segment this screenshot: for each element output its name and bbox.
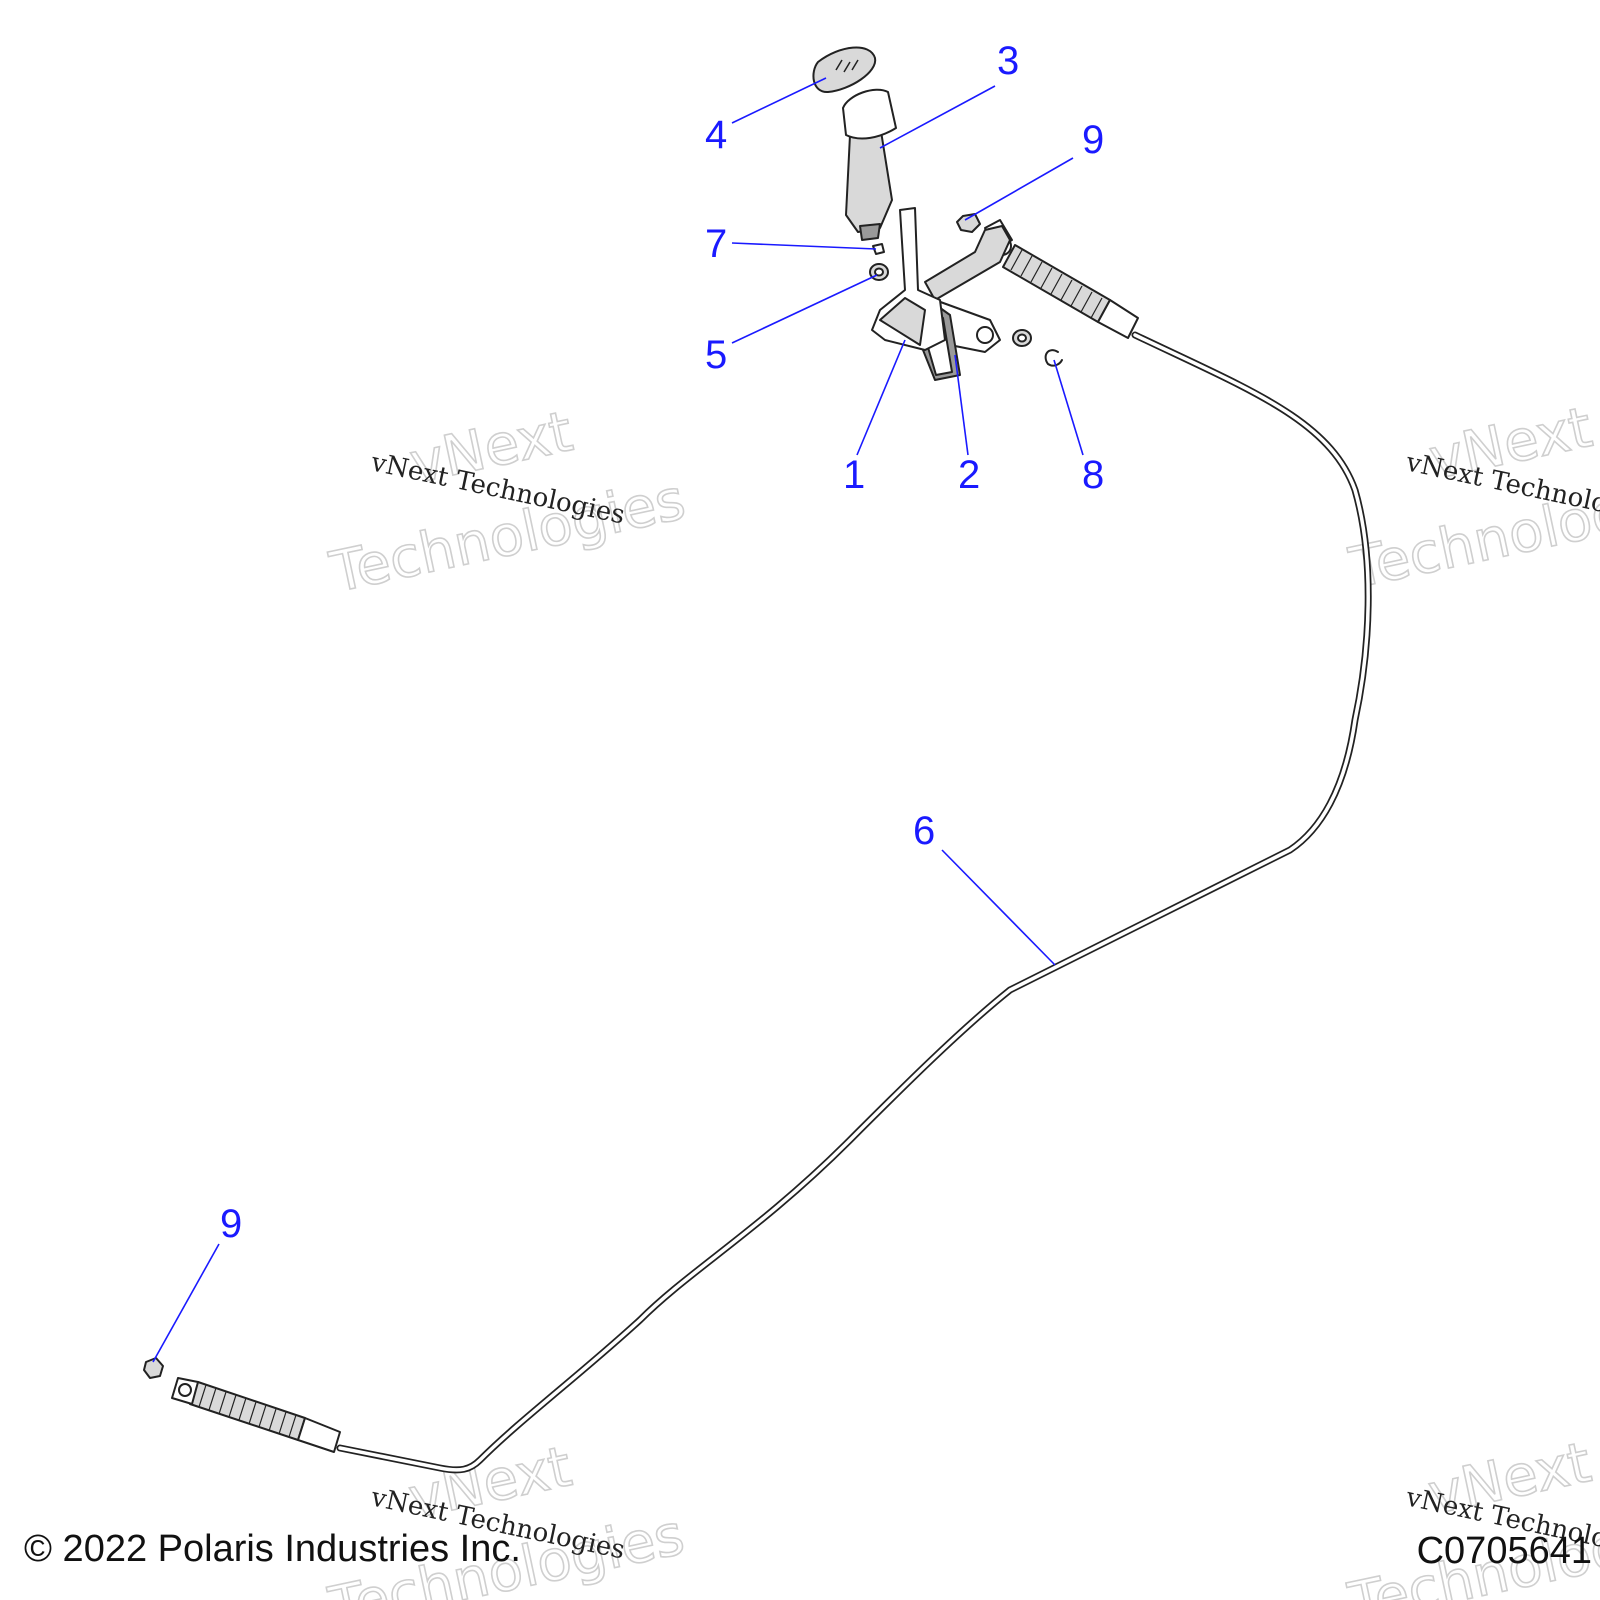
figure-id: C0705641 bbox=[1416, 1530, 1592, 1572]
shift-cable bbox=[336, 331, 1372, 1474]
callout-2: 2 bbox=[958, 453, 980, 497]
clip-8 bbox=[1044, 349, 1063, 367]
cable-end-bottom bbox=[171, 1377, 341, 1453]
callouts: 1 2 3 4 5 6 7 8 9 9 bbox=[220, 39, 1104, 1246]
callout-9-top: 9 bbox=[1082, 118, 1104, 162]
callout-8: 8 bbox=[1082, 453, 1104, 497]
shift-knob bbox=[842, 88, 897, 241]
callout-1: 1 bbox=[843, 453, 865, 497]
callout-7: 7 bbox=[705, 222, 727, 266]
copyright-notice: © 2022 Polaris Industries Inc. bbox=[24, 1528, 521, 1570]
nut-9-top bbox=[956, 213, 981, 233]
callout-9-bottom: 9 bbox=[220, 1202, 242, 1246]
callout-5: 5 bbox=[705, 333, 727, 377]
callout-3: 3 bbox=[997, 39, 1019, 83]
pin-7 bbox=[872, 243, 885, 255]
washer-5 bbox=[869, 263, 889, 281]
leader-lines bbox=[152, 77, 1084, 1363]
callout-6: 6 bbox=[913, 809, 935, 853]
shifter-assembly bbox=[871, 207, 1011, 381]
knob-cap bbox=[812, 46, 877, 94]
callout-4: 4 bbox=[705, 113, 727, 157]
washer-right bbox=[1012, 329, 1032, 347]
